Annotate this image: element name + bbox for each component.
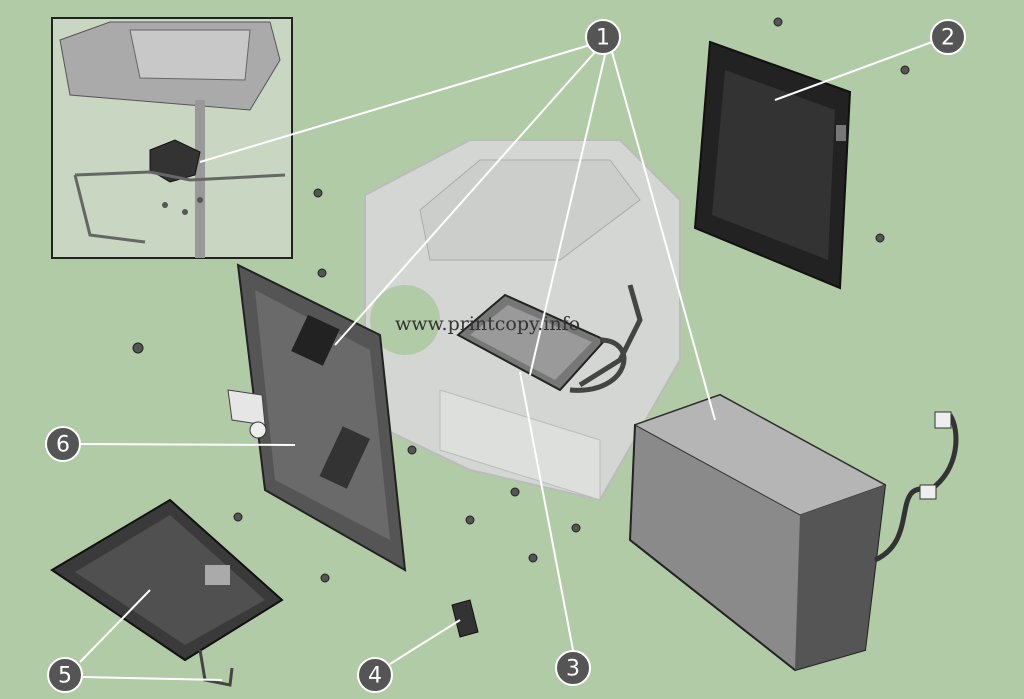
callout-3-label: 3: [566, 657, 580, 682]
callout-4: 4: [357, 657, 393, 693]
watermark-text: www.printcopy.info: [395, 313, 580, 335]
callout-1: 1: [585, 19, 621, 55]
hard-disk-drive: [456, 284, 643, 393]
callout-5-label: 5: [58, 664, 72, 689]
callout-6-label: 6: [56, 433, 70, 458]
callout-6: 6: [45, 426, 81, 462]
power-supply: [628, 393, 959, 672]
callout-3: 3: [555, 650, 591, 686]
callout-2: 2: [930, 19, 966, 55]
callout-4-label: 4: [368, 664, 382, 689]
inset-detail: [51, 17, 293, 259]
callout-5: 5: [47, 657, 83, 693]
small-component: [451, 599, 479, 638]
callout-1-label: 1: [596, 26, 610, 51]
formatter-board: [227, 263, 407, 572]
pca-card: [50, 498, 284, 687]
rear-cover-panel: [693, 40, 852, 290]
screws: [132, 17, 910, 583]
callout-2-label: 2: [941, 26, 955, 51]
leader-lines: [79, 41, 933, 681]
